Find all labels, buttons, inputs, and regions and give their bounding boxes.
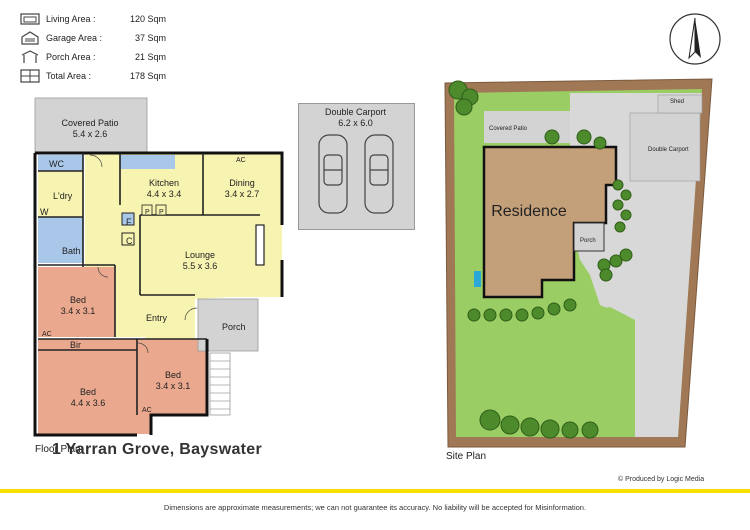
property-address: 1 Yarran Grove, Bayswater [52, 441, 262, 458]
ac-label: AC [142, 407, 152, 414]
ac-label: AC [42, 331, 52, 338]
area-value: 178 Sqm [129, 71, 166, 81]
area-label: Garage Area : [46, 33, 103, 43]
laundry-label: L'dry [53, 191, 73, 201]
total-area-icon [20, 69, 40, 83]
north-compass-icon [669, 13, 721, 65]
fridge-label: F [126, 217, 132, 227]
entry-label: Entry [146, 313, 168, 323]
area-value: 37 Sqm [134, 33, 166, 43]
floor-plan-caption: Floor Plan [35, 444, 81, 455]
area-value: 21 Sqm [134, 52, 166, 62]
copyright-icon: © [618, 476, 624, 483]
site-plan-drawing [444, 78, 713, 448]
ac-label: AC [236, 157, 246, 164]
living-area-icon [20, 13, 40, 25]
producer-credit-text: Produced by Logic Media [625, 476, 705, 483]
site-covered-patio-label: Covered Patio [488, 126, 528, 132]
cupboard-label: C [126, 236, 133, 246]
porch-label: Porch [222, 322, 246, 332]
bath-label: Bath [62, 246, 81, 256]
car-icons [318, 134, 394, 214]
porch-icon [21, 50, 39, 63]
area-label: Porch Area : [46, 52, 96, 62]
area-row-garage: Garage Area : 37 Sqm [0, 29, 166, 47]
site-carport-label: Double Carport [648, 147, 689, 153]
double-carport-plan [298, 103, 415, 230]
area-row-total: Total Area : 178 Sqm [0, 67, 166, 85]
garage-icon [21, 31, 39, 45]
area-label: Total Area : [46, 71, 92, 81]
pantry-label: P [159, 209, 164, 216]
area-row-porch: Porch Area : 21 Sqm [0, 48, 166, 66]
site-shed-label: Shed [670, 99, 685, 105]
area-value: 120 Sqm [129, 14, 166, 24]
wc-label: WC [49, 159, 64, 169]
accent-bar [0, 489, 750, 493]
area-label: Living Area : [46, 14, 96, 24]
area-row-living: Living Area : 120 Sqm [0, 10, 166, 28]
pantry-label: P [145, 209, 150, 216]
site-porch-label: Porch [580, 238, 596, 244]
bir-label: Bir [70, 340, 81, 350]
disclaimer-text: Dimensions are approximate measurements;… [163, 503, 587, 512]
producer-credit: © Produced by Logic Media [618, 476, 704, 483]
floor-plan-drawing [33, 97, 284, 437]
residence-label: Residence [491, 203, 567, 220]
w-label: W [40, 207, 49, 217]
site-plan-caption: Site Plan [446, 451, 487, 462]
